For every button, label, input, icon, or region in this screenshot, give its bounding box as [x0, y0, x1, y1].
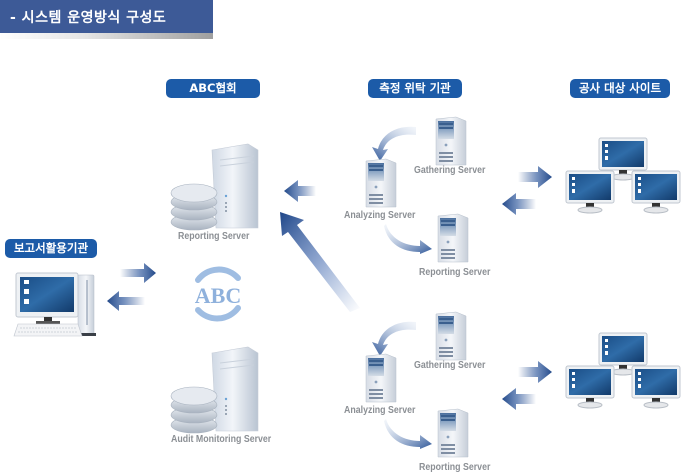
- audit-monitoring-server-icon: [170, 346, 259, 434]
- arrow-right-icon: [518, 361, 552, 383]
- monitor-icon: [598, 137, 648, 181]
- monitor-icon: [631, 170, 681, 214]
- abc-logo-text: ABC: [195, 283, 241, 308]
- header-banner-shadow: [0, 33, 213, 39]
- audit-monitoring-server-label: Audit Monitoring Server: [171, 434, 272, 445]
- reporting-server-icon: [437, 213, 469, 263]
- analyzing-server-label: Analyzing Server: [344, 210, 416, 221]
- reporting-server-label: Reporting Server: [419, 462, 491, 473]
- arrow-left-icon: [107, 291, 145, 311]
- reporting-server-icon: [170, 143, 259, 231]
- reporting-server-label: Reporting Server: [419, 267, 491, 278]
- section-label-agency: 측정 위탁 기관: [368, 79, 462, 98]
- gathering-server-label: Gathering Server: [414, 165, 486, 176]
- analyzing-server-icon: [365, 158, 397, 208]
- page-title: - 시스템 운영방식 구성도: [10, 10, 167, 26]
- desktop-pc-icon: [13, 272, 96, 337]
- curved-arrow-icon: [384, 224, 432, 254]
- monitor-icon: [565, 170, 615, 214]
- gathering-server-label: Gathering Server: [414, 360, 486, 371]
- reporting-server-icon: [437, 408, 469, 458]
- section-label-abc: ABC협회: [166, 79, 260, 98]
- arrow-left-icon: [284, 180, 316, 202]
- header-banner: [0, 0, 213, 33]
- arrow-right-icon: [518, 166, 552, 188]
- analyzing-server-label: Analyzing Server: [344, 405, 416, 416]
- arrow-left-icon: [502, 388, 536, 410]
- section-label-sites: 공사 대상 사이트: [570, 79, 670, 98]
- curved-arrow-icon: [372, 126, 416, 161]
- section-label-report-users: 보고서활용기관: [5, 239, 97, 258]
- abc-logo-icon: ABC: [195, 266, 241, 322]
- gathering-server-icon: [435, 116, 467, 166]
- curved-arrow-icon: [372, 321, 416, 356]
- arrow-left-icon: [502, 193, 536, 215]
- arrow-right-icon: [120, 263, 156, 283]
- reporting-server-label: Reporting Server: [178, 231, 250, 242]
- gathering-server-icon: [435, 311, 467, 361]
- analyzing-server-icon: [365, 353, 397, 403]
- monitor-icon: [631, 365, 681, 409]
- monitor-icon: [598, 332, 648, 376]
- big-diagonal-arrow-icon: [280, 212, 360, 312]
- monitor-icon: [565, 365, 615, 409]
- curved-arrow-icon: [384, 419, 432, 449]
